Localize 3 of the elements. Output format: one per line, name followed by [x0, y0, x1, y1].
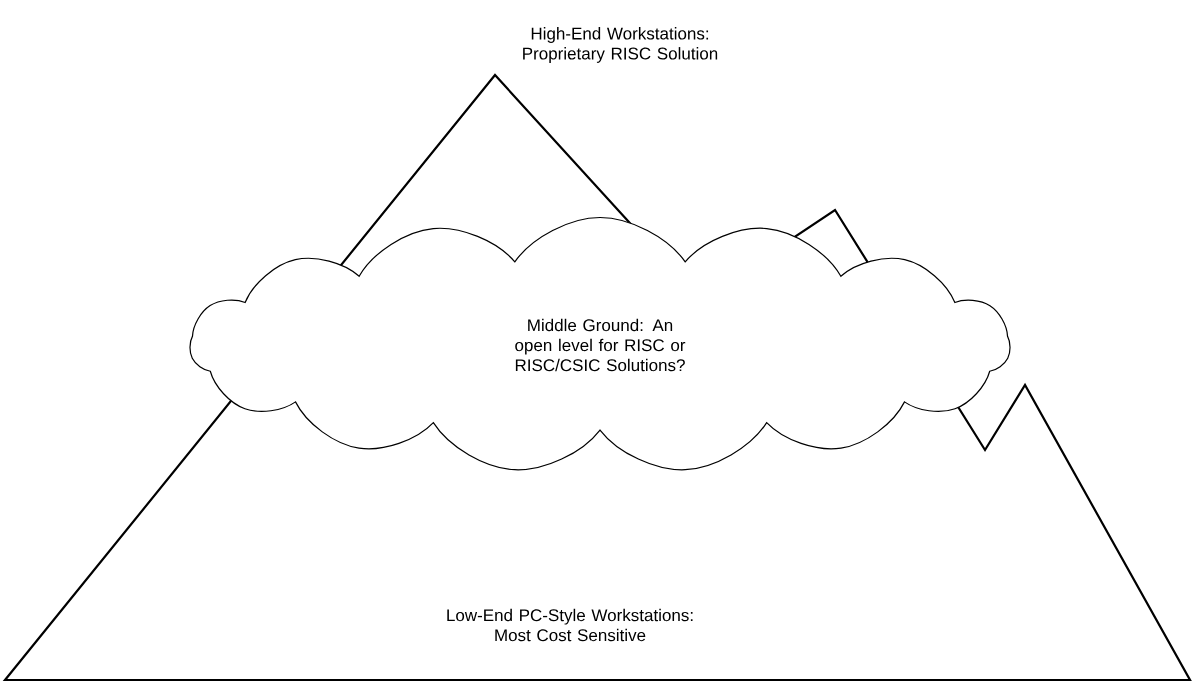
label-text: Low-End PC-Style Workstations: Most Cost Sensitive [447, 608, 693, 642]
label-text: High-End Workstations: Proprietary RISC Solution [523, 27, 718, 63]
cloud: Middle Ground: An open level for RISC or RISC/CSIC Solutions? [189, 216, 1011, 471]
